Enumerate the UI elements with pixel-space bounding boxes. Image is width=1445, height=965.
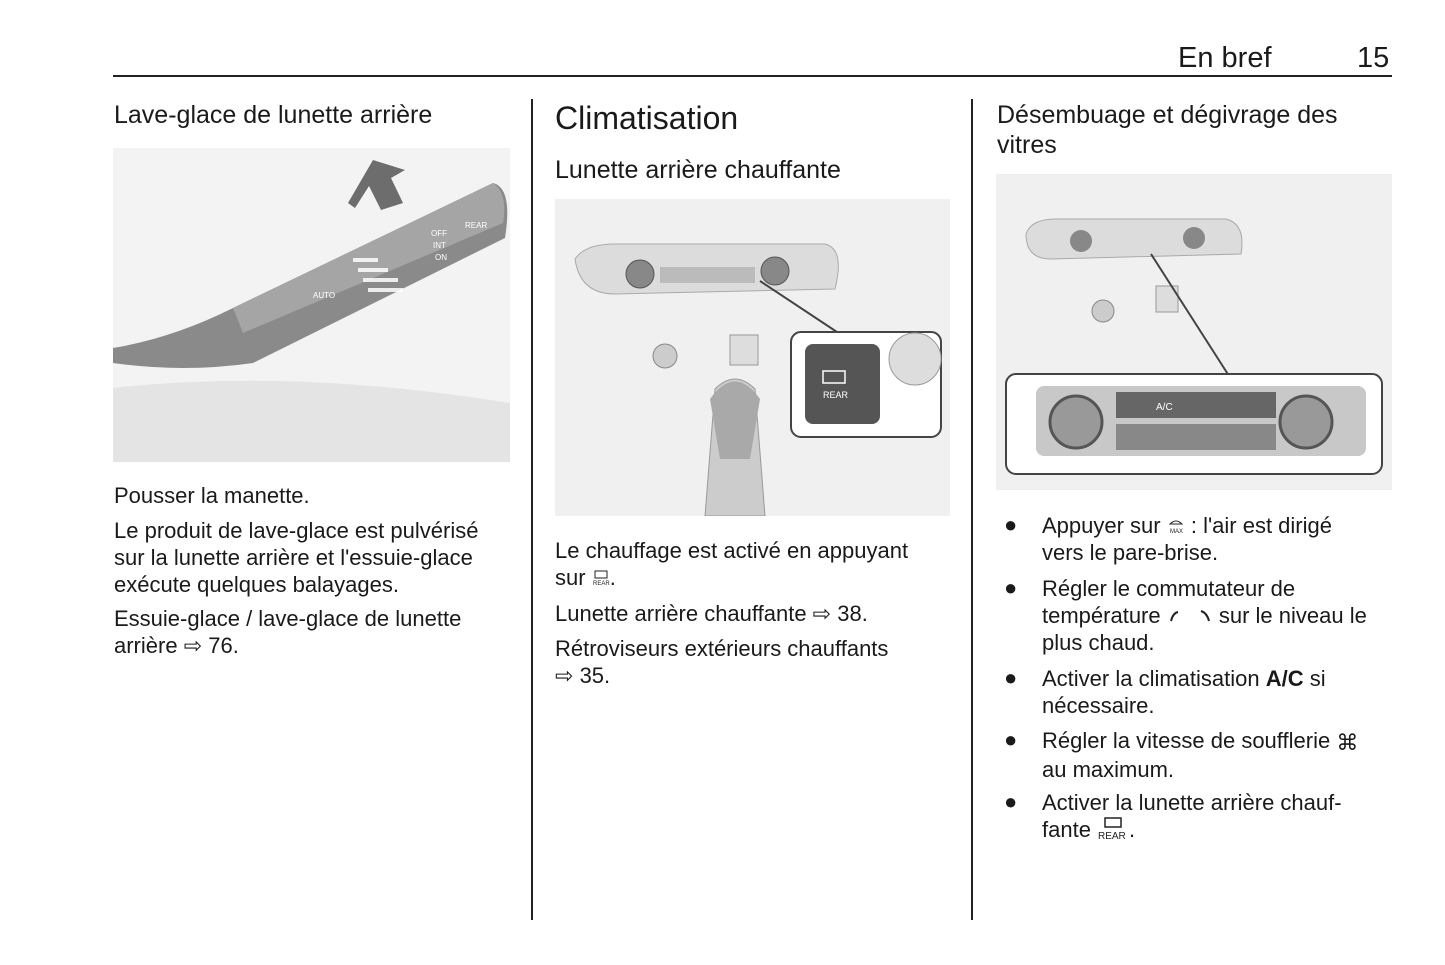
figure-wiper-stalk: OFF INT ON REAR AUTO [113, 148, 510, 462]
text: Régler la vitesse de soufflerie [1042, 728, 1337, 753]
fan-icon: ⌘ [1336, 730, 1359, 755]
text: au maximum. [1042, 757, 1175, 782]
reference-arrow-icon: ⇨ [183, 633, 203, 658]
header-rule [113, 75, 1392, 77]
text: . [1129, 817, 1136, 842]
text: si nécessaire. [1042, 666, 1326, 718]
list-item: Appuyer sur MAX : l'air est dirigé vers … [1042, 512, 1402, 566]
bullet-icon: ● [1004, 575, 1018, 600]
text: Essuie-glace / lave-glace de lunette arr… [114, 606, 462, 658]
label-rear: REAR [465, 221, 487, 230]
figure-climate-controls: A/C [996, 174, 1392, 490]
heading-defog-defrost: Désembuage et dégivrage des vitres [997, 101, 1338, 159]
page-reference-link[interactable]: 76. [208, 633, 239, 658]
bullet-icon: ● [1004, 789, 1018, 814]
max-label: MAX [1170, 529, 1183, 535]
temperature-icon [1169, 610, 1210, 622]
text: Activer la lunette arrière chauf- fante [1042, 790, 1342, 842]
section-title: En bref [1178, 42, 1272, 74]
svg-text:REAR: REAR [593, 581, 610, 587]
text: Rétroviseurs extérieurs chauffants [555, 636, 889, 661]
label-on: ON [435, 253, 447, 262]
text: Régler le commutateur de température [1042, 576, 1296, 628]
bullet-icon: ● [1004, 727, 1018, 752]
label-rear: REAR [823, 390, 849, 400]
label-off: OFF [431, 229, 447, 238]
rear-label: REAR [1098, 831, 1126, 841]
list-item: Régler la vitesse de soufflerie ⌘ au max… [1042, 727, 1402, 783]
paragraph: Le chauffage est activé en appuyant sur … [555, 537, 908, 591]
column-divider [531, 99, 533, 920]
page-reference-link[interactable]: 35. [579, 663, 611, 688]
text: sur le niveau le plus chaud. [1042, 603, 1367, 655]
page-number: 15 [1357, 42, 1390, 74]
reference-arrow-icon: ⇨ [812, 601, 832, 626]
text: Lunette arrière chauffante [555, 601, 813, 626]
label-int: INT [433, 241, 446, 250]
paragraph: Essuie-glace / lave-glace de lunette arr… [114, 605, 461, 659]
label-ac: A/C [1156, 402, 1173, 413]
text: A/C [1265, 666, 1304, 691]
heated-rear-window-icon: REAR [593, 570, 610, 587]
bullet-icon: ● [1004, 512, 1018, 537]
list-item: Activer la lunette arrière chauf- fante … [1042, 789, 1402, 843]
paragraph: Pousser la manette. [114, 483, 310, 508]
page-reference-link[interactable]: 38. [837, 601, 868, 626]
bullet-icon: ● [1004, 665, 1018, 690]
reference-arrow-icon: ⇨ [555, 663, 574, 688]
heated-rear-window-icon: REAR [1098, 817, 1126, 841]
list-item: Activer la climatisation A/C si nécessai… [1042, 665, 1402, 719]
subheading-heated-rear-window: Lunette arrière chauffante [555, 156, 841, 184]
figure-climate-panel: REAR [555, 199, 950, 516]
list-item: Régler le commutateur de température sur… [1042, 575, 1402, 656]
text: : l'air est dirigé vers le pare-brise. [1042, 513, 1332, 565]
paragraph: Rétroviseurs extérieurs chauffants ⇨ 35. [555, 635, 888, 689]
heading-rear-washer: Lave-glace de lunette arrière [114, 101, 433, 129]
column-divider [971, 99, 973, 920]
text: Activer la climatisation [1042, 666, 1266, 691]
windscreen-max-icon: MAX [1168, 520, 1183, 535]
text: Appuyer sur [1042, 513, 1167, 538]
text: . [609, 565, 616, 590]
paragraph: Le produit de lave-glace est pulvérisé s… [114, 518, 479, 597]
title-climatisation: Climatisation [555, 100, 739, 136]
label-auto: AUTO [313, 291, 335, 300]
paragraph: Lunette arrière chauffante ⇨ 38. [555, 600, 868, 627]
text: Le chauffage est activé en appuyant sur [555, 538, 909, 590]
